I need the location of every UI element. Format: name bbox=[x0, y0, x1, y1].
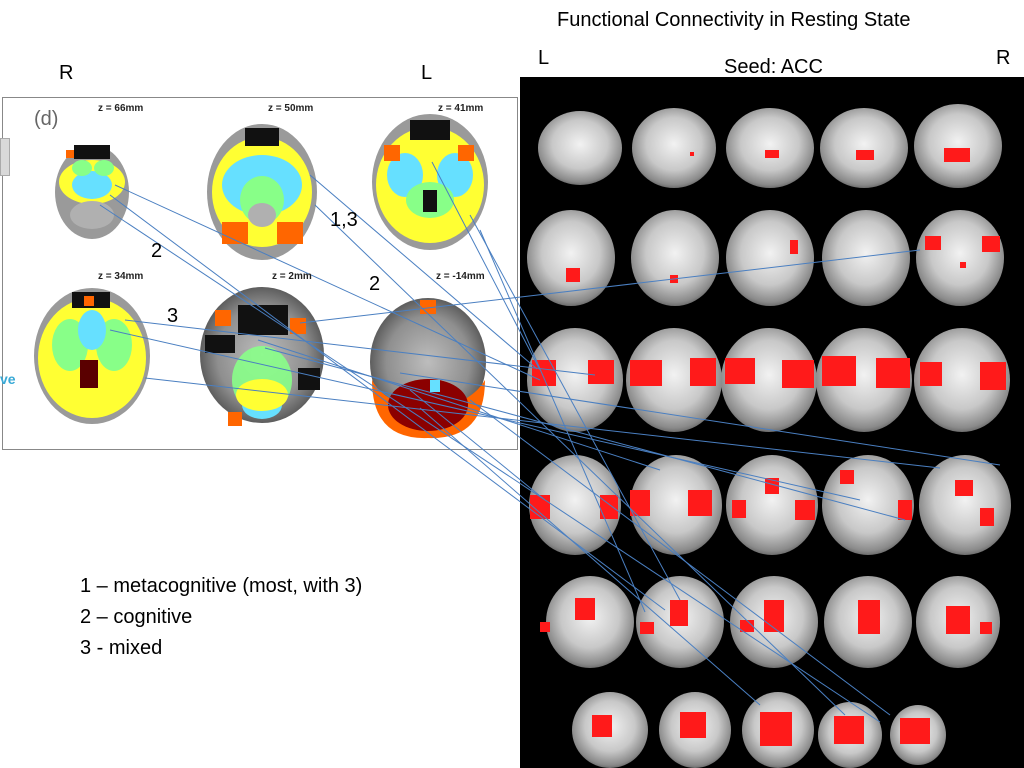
slice-r2c1 bbox=[527, 210, 615, 306]
annotation-1-3: 1,3 bbox=[330, 209, 358, 231]
legend-item-mixed: 3 - mixed bbox=[80, 637, 163, 659]
slice-r2c5 bbox=[916, 210, 1004, 306]
slice-r3c3 bbox=[721, 328, 817, 432]
right-panel-right-marker: R bbox=[996, 47, 1011, 69]
slice-r4c5 bbox=[919, 455, 1011, 555]
figure-title: Functional Connectivity in Resting State bbox=[557, 9, 911, 31]
annotation-3: 3 bbox=[167, 305, 179, 327]
slice-r3c1 bbox=[527, 328, 623, 432]
connector-lines bbox=[99, 161, 1001, 723]
slice-r1c2 bbox=[632, 108, 716, 188]
brain-slice-z66 bbox=[55, 145, 129, 239]
slice-label-z50: z = 50mm bbox=[268, 103, 314, 114]
slice-label-z-14: z = -14mm bbox=[436, 271, 485, 282]
left-panel-right-marker: R bbox=[59, 62, 74, 84]
brain-slice-z41 bbox=[372, 114, 488, 250]
annotation-2-lower: 2 bbox=[369, 273, 381, 295]
slice-r1c1 bbox=[538, 111, 622, 185]
right-panel-left-marker: L bbox=[538, 47, 550, 69]
activation-clusters bbox=[530, 148, 1006, 746]
annotation-2-upper: 2 bbox=[151, 240, 163, 262]
slice-label-z2: z = 2mm bbox=[272, 271, 312, 282]
left-panel-left-marker: L bbox=[421, 62, 433, 84]
slice-r4c3 bbox=[726, 455, 818, 555]
slice-r1c5 bbox=[914, 104, 1002, 188]
seed-slices-grid bbox=[527, 104, 1011, 768]
legend-item-metacognitive: 1 – metacognitive (most, with 3) bbox=[80, 575, 363, 597]
slice-r3c4 bbox=[816, 328, 912, 432]
seed-label: Seed: ACC bbox=[724, 56, 823, 78]
legend: 1 – metacognitive (most, with 3) 2 – cog… bbox=[80, 571, 362, 664]
slice-label-z66: z = 66mm bbox=[98, 103, 144, 114]
slice-r2c2 bbox=[631, 210, 719, 306]
slice-r3c5 bbox=[914, 328, 1010, 432]
brain-slice-z34 bbox=[34, 288, 150, 424]
slice-r4c1 bbox=[529, 455, 621, 555]
brain-slice-z-14 bbox=[370, 298, 486, 439]
brain-slice-z2 bbox=[200, 287, 324, 426]
panel-tag: (d) bbox=[34, 108, 59, 130]
edge-text-fragment: ve bbox=[0, 371, 16, 387]
slice-r2c4 bbox=[822, 210, 910, 306]
side-tab bbox=[0, 138, 10, 176]
brain-slice-z50 bbox=[207, 124, 317, 260]
slice-label-z34: z = 34mm bbox=[98, 271, 144, 282]
slice-r1c3 bbox=[726, 108, 814, 188]
slice-label-z41: z = 41mm bbox=[438, 103, 484, 114]
legend-item-cognitive: 2 – cognitive bbox=[80, 606, 193, 628]
slice-r5c1 bbox=[546, 576, 634, 668]
slice-r3c2 bbox=[626, 328, 722, 432]
slice-r2c3 bbox=[726, 210, 814, 306]
slice-r1c4 bbox=[820, 108, 908, 188]
